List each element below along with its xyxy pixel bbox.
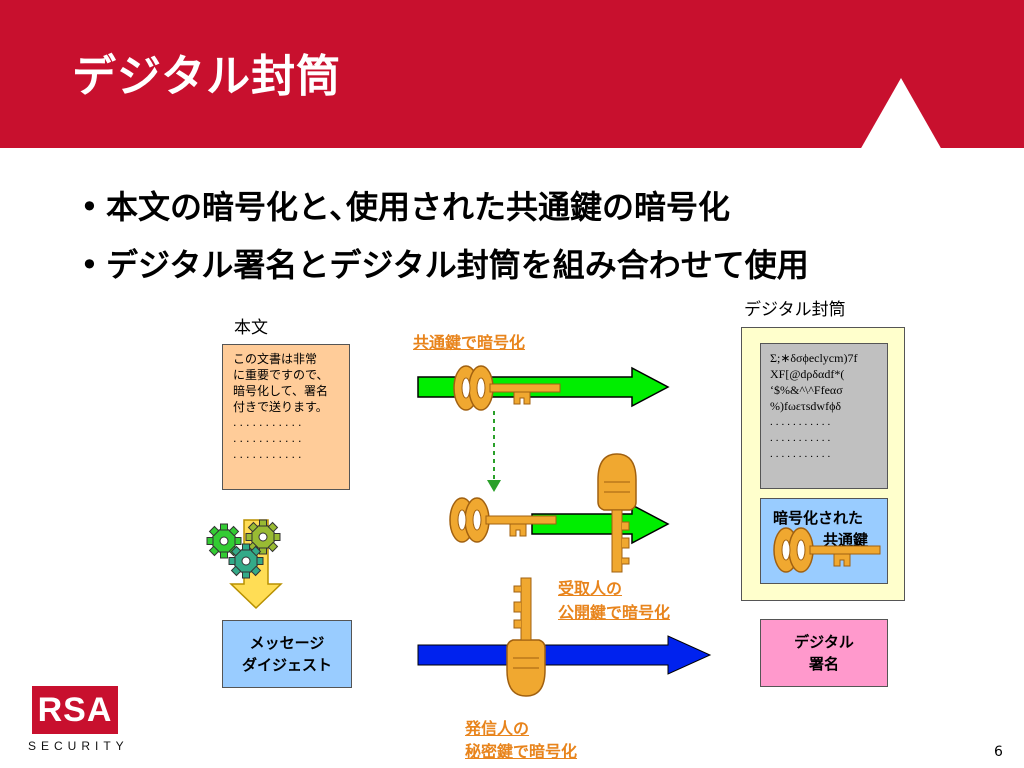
common-key-icon	[453, 365, 561, 411]
bullet-item: •デジタル署名とデジタル封筒を組み合わせて使用	[80, 236, 809, 294]
slide-header	[0, 0, 1024, 148]
arrow-right-icon	[417, 366, 670, 408]
gear-icon	[228, 543, 264, 579]
common-key-icon	[449, 497, 557, 543]
step-symmetric-encrypt-label: 共通鍵で暗号化	[413, 333, 526, 352]
rsa-logo-subtitle: SECURITY	[28, 739, 129, 753]
arrow-down-icon	[229, 519, 283, 610]
arrow-right-icon	[417, 635, 712, 675]
slide-title: デジタル封筒	[72, 51, 342, 102]
bullet-dot-icon: •	[80, 246, 99, 284]
plaintext-document: この文書は非常 に重要ですので、 暗号化して、署名 付きで送ります。 .....…	[222, 344, 350, 490]
digital-signature-box: デジタル 署名	[760, 619, 888, 687]
step-recipient-line2: 公開鍵で暗号化	[558, 603, 671, 622]
encrypted-key-box: 暗号化された 共通鍵	[760, 498, 888, 584]
envelope-label: デジタル封筒	[744, 300, 846, 320]
rsa-logo: RSA	[32, 686, 118, 734]
bullet-list: •本文の暗号化と､使用された共通鍵の暗号化 •デジタル署名とデジタル封筒を組み合…	[80, 178, 809, 294]
bullet-item: •本文の暗号化と､使用された共通鍵の暗号化	[80, 178, 809, 236]
gear-icon	[206, 523, 242, 559]
arrow-right-icon	[531, 503, 670, 545]
step-sender-line1: 発信人の	[465, 719, 530, 738]
step-recipient-line1: 受取人の	[558, 579, 623, 598]
rsa-triangle-mark	[860, 78, 942, 150]
message-digest-box: メッセージ ダイジェスト	[222, 620, 352, 688]
arrow-down-icon	[487, 480, 501, 492]
page-number: 6	[994, 744, 1003, 760]
ciphertext-box: Σ;∗δσϕeclycm)7f XF[@dρδαdf*( ‘$%&^\^Ffeα…	[760, 343, 888, 489]
plaintext-label: 本文	[234, 318, 268, 338]
step-sender-line2: 秘密鍵で暗号化	[465, 742, 578, 761]
bullet-dot-icon: •	[80, 188, 99, 226]
public-key-icon	[597, 453, 637, 573]
gear-icon	[245, 519, 281, 555]
private-key-icon	[506, 577, 546, 697]
